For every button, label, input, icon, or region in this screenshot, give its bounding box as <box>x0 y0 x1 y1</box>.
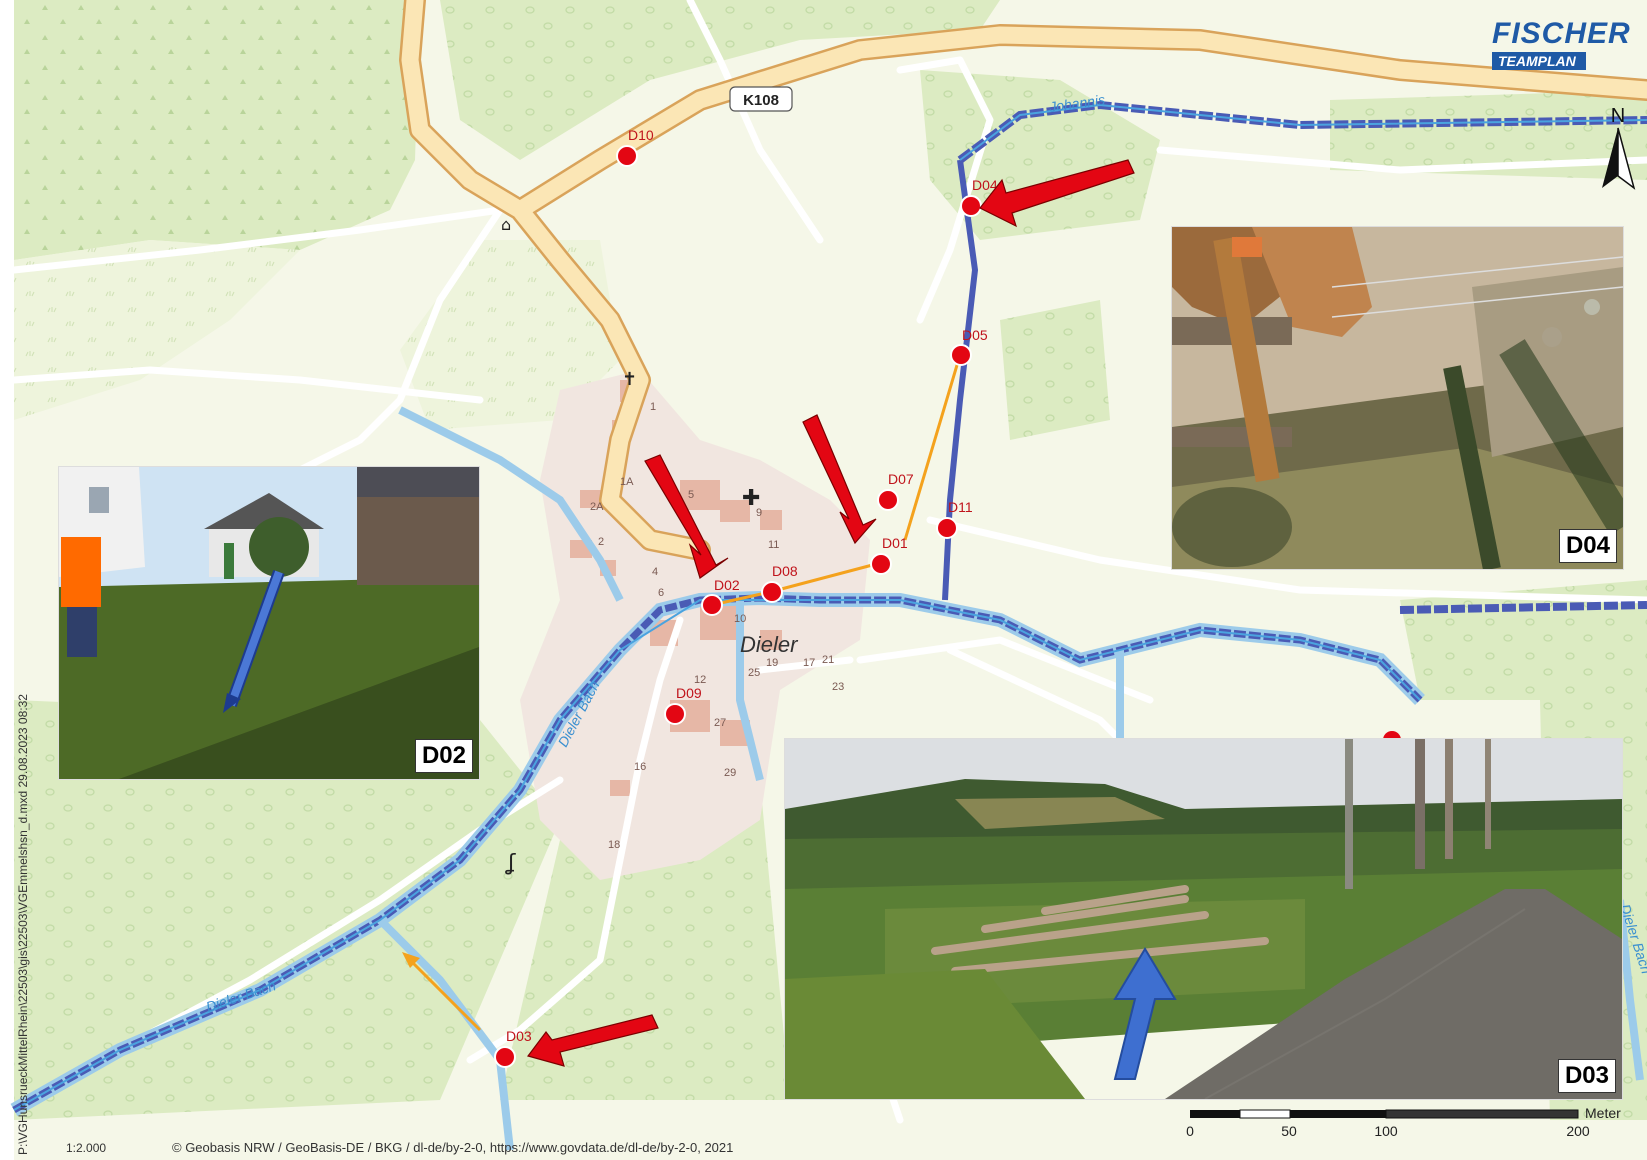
point-d02[interactable]: D02 <box>701 577 740 616</box>
svg-text:D08: D08 <box>772 563 798 579</box>
svg-text:27: 27 <box>714 717 726 729</box>
svg-text:D11: D11 <box>948 499 973 515</box>
svg-text:10: 10 <box>734 613 746 625</box>
north-arrow: N <box>1602 105 1636 190</box>
svg-text:23: 23 <box>832 681 844 693</box>
file-path-text: P:\VGHunsrueckMittelRhein\22503\gis\2250… <box>16 694 30 1155</box>
svg-text:N: N <box>1611 105 1625 127</box>
point-d07[interactable]: D07 <box>877 471 914 511</box>
minor-roads <box>10 0 1647 1124</box>
svg-text:11: 11 <box>768 539 779 551</box>
arrow-to-d02 <box>644 454 729 579</box>
arrow-to-d04 <box>979 159 1135 228</box>
svg-text:200: 200 <box>1566 1123 1590 1139</box>
survey-points: D01 D02 D03 D04 D05 D07 D08 D09 D10 D11 <box>494 127 1401 1068</box>
photo-d02: D02 <box>58 466 480 780</box>
svg-text:29: 29 <box>724 767 736 779</box>
svg-text:25: 25 <box>748 667 760 679</box>
road-label-k108: K108 <box>729 86 793 112</box>
svg-text:D02: D02 <box>714 577 740 593</box>
home-icon: ⌂ <box>501 215 511 234</box>
point-d03[interactable]: D03 <box>494 1028 532 1068</box>
svg-text:100: 100 <box>1374 1123 1398 1139</box>
photo-d03: D03 <box>784 738 1623 1100</box>
svg-text:19: 19 <box>766 657 778 669</box>
village-name: Dieler <box>740 632 799 657</box>
svg-text:D01: D01 <box>882 535 908 551</box>
landuse <box>14 0 1647 1120</box>
svg-text:4: 4 <box>652 566 658 578</box>
svg-text:1A: 1A <box>620 476 634 488</box>
point-d08[interactable]: D08 <box>761 563 798 603</box>
svg-text:12: 12 <box>694 674 706 686</box>
cross-icon: ✝ <box>622 369 637 390</box>
svg-text:6: 6 <box>658 587 664 599</box>
svg-text:50: 50 <box>1281 1123 1297 1139</box>
arrow-to-d03 <box>526 1014 659 1067</box>
svg-text:2: 2 <box>598 536 604 548</box>
svg-text:18: 18 <box>608 839 620 851</box>
house-numbers: 1 1A 2 2A 4 5 6 9 10 11 12 16 17 18 19 2… <box>590 401 844 851</box>
major-road <box>399 0 1647 561</box>
svg-text:5: 5 <box>688 489 694 501</box>
photo-d04: D04 <box>1171 226 1624 570</box>
svg-text:D04: D04 <box>972 177 998 193</box>
church-icon: ✚ <box>742 486 760 511</box>
point-d04[interactable]: D04 <box>960 177 998 217</box>
svg-text:17: 17 <box>803 657 815 669</box>
point-d10[interactable]: D10 <box>616 127 654 167</box>
svg-text:D03: D03 <box>506 1028 532 1044</box>
photo-tag-d02: D02 <box>414 739 473 773</box>
point-d01[interactable]: D01 <box>870 535 908 575</box>
fischer-teamplan-logo: FISCHER TEAMPLAN <box>1492 18 1642 70</box>
spring-icon: ʆ <box>505 851 516 876</box>
logo-line1: FISCHER <box>1492 17 1631 50</box>
svg-text:Meter: Meter <box>1585 1105 1621 1121</box>
svg-text:2A: 2A <box>590 501 604 513</box>
svg-text:D05: D05 <box>962 327 988 343</box>
scale-ratio: 1:2.000 <box>66 1141 107 1155</box>
logo-line2: TEAMPLAN <box>1492 52 1586 70</box>
svg-text:0: 0 <box>1186 1123 1194 1139</box>
point-d05[interactable]: D05 <box>950 327 988 366</box>
red-arrows <box>526 159 1135 1067</box>
svg-text:D10: D10 <box>628 127 654 143</box>
copyright-text: © Geobasis NRW / GeoBasis-DE / BKG / dl-… <box>172 1140 734 1155</box>
point-d11[interactable]: D11 <box>936 499 973 539</box>
svg-text:21: 21 <box>822 654 834 666</box>
svg-text:16: 16 <box>634 761 646 773</box>
photo-tag-d04: D04 <box>1558 529 1617 563</box>
point-d09[interactable]: D09 <box>664 685 702 725</box>
svg-text:D09: D09 <box>676 685 702 701</box>
orange-arrow <box>402 952 482 1032</box>
svg-text:9: 9 <box>756 507 762 519</box>
photo-tag-d03: D03 <box>1557 1059 1616 1093</box>
road-label-text: K108 <box>743 92 779 109</box>
svg-text:Johannis: Johannis <box>1047 91 1106 115</box>
svg-text:1: 1 <box>650 401 656 413</box>
scale-bar: 0 50 100 200 Meter <box>1186 1105 1621 1139</box>
arrow-to-d01 <box>802 414 877 545</box>
map-symbols: ⌂ ✝ ✚ ʆ <box>501 215 760 876</box>
svg-text:D07: D07 <box>888 471 914 487</box>
